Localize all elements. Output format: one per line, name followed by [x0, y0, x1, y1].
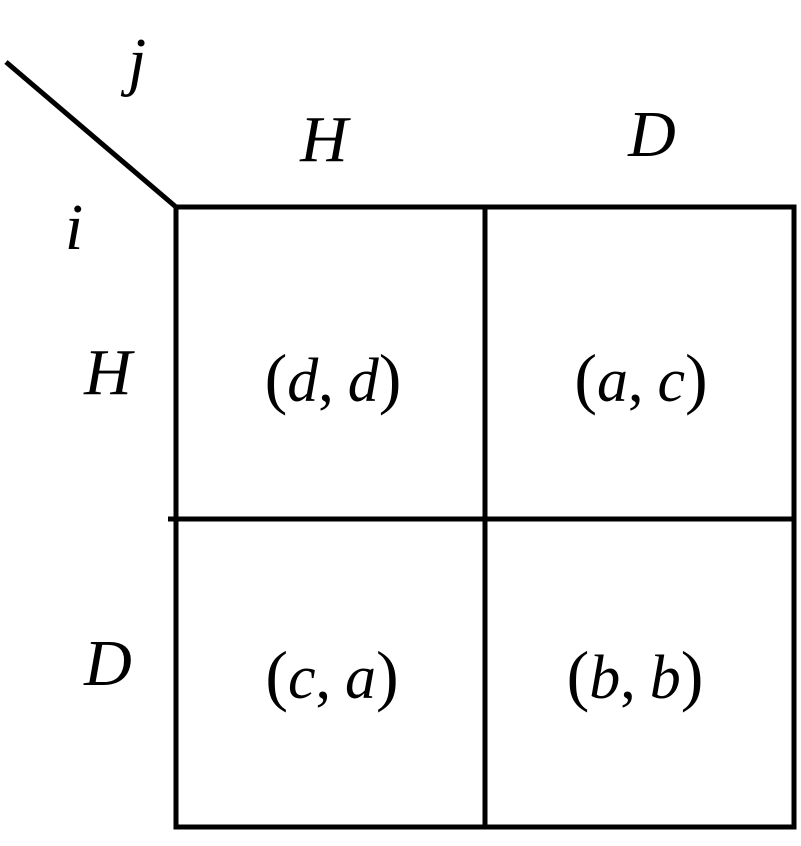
payoff-column-player: d [347, 347, 379, 415]
payoff-column-player: b [649, 644, 681, 712]
payoff-cell-dd: (b,b) [566, 637, 704, 713]
player-divider-diagonal [4, 60, 178, 209]
payoff-column-player: a [345, 644, 377, 712]
payoff-cell-dh: (c,a) [265, 637, 399, 713]
payoff-row-player: a [596, 347, 628, 415]
column-strategy-d: D [628, 98, 676, 171]
payoff-cell-hh: (d,d) [264, 340, 402, 416]
payoff-cell-hd: (a,c) [574, 340, 708, 416]
column-strategy-h: H [300, 103, 348, 176]
payoff-row-player: c [287, 644, 316, 712]
row-strategy-h: H [84, 336, 132, 409]
row-strategy-d: D [84, 627, 132, 700]
payoff-column-player: c [657, 347, 686, 415]
payoff-row-player: d [287, 347, 319, 415]
payoff-row-player: b [589, 644, 621, 712]
row-player-label: i [64, 191, 84, 264]
column-player-label: j [127, 25, 147, 98]
